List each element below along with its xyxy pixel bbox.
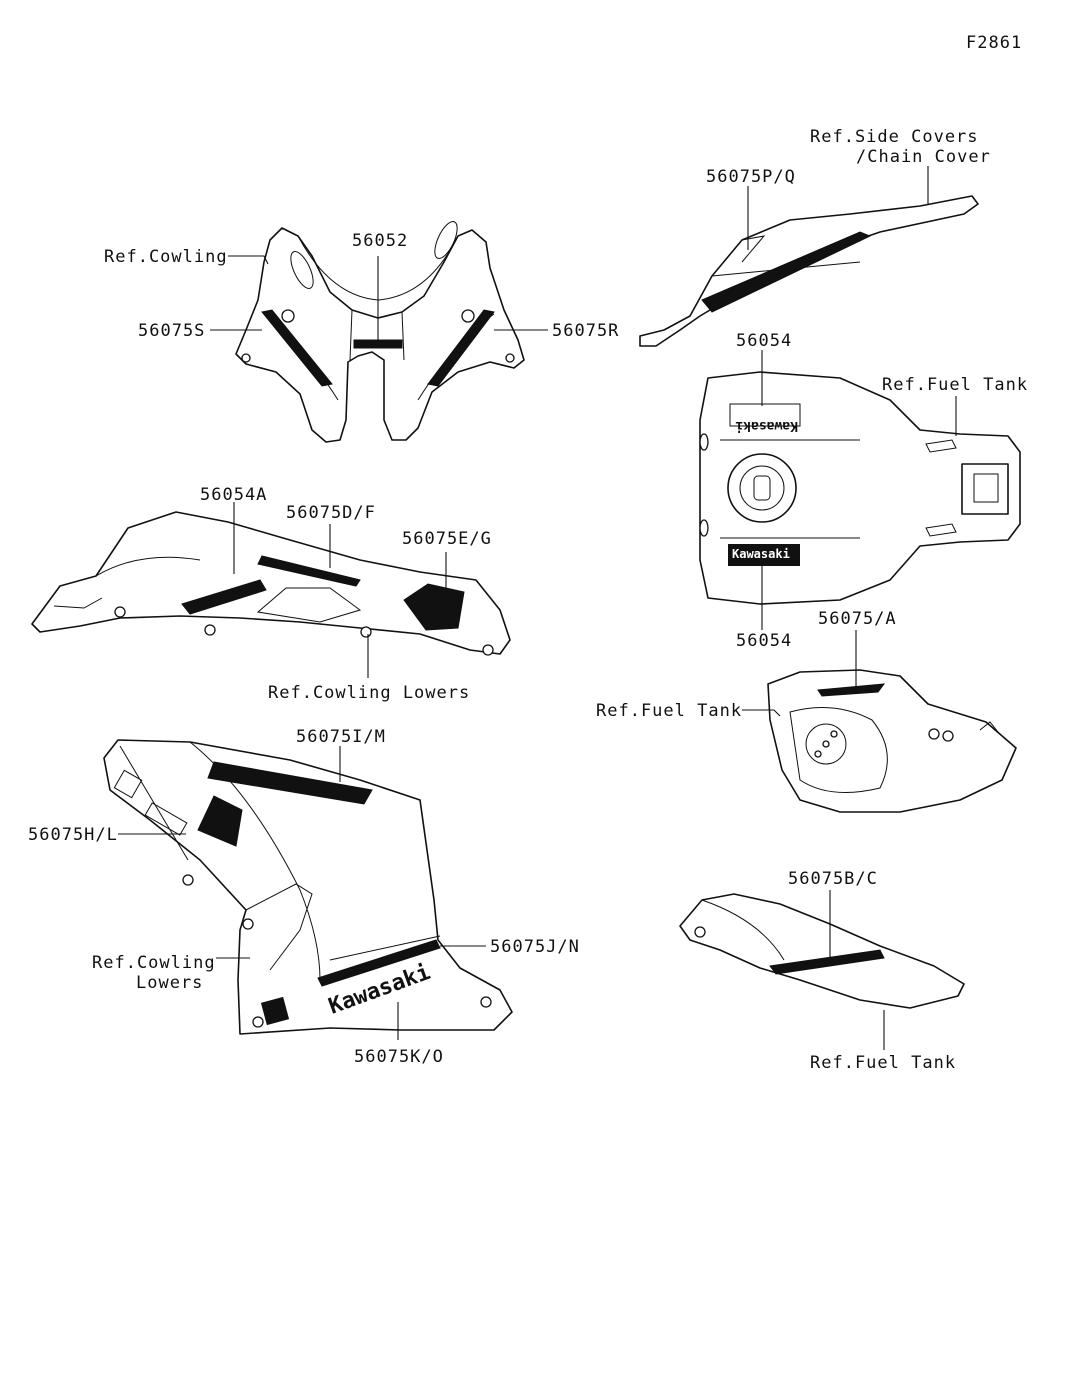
ninja-decal-top — [207, 761, 373, 805]
label-56075PQ: 56075P/Q — [706, 167, 796, 187]
label-56054A: 56054A — [200, 485, 267, 505]
stripe-decal-left — [261, 309, 333, 387]
label-56075R: 56075R — [552, 321, 619, 341]
tank-decal-normal: Kawasaki — [728, 544, 800, 566]
zx10r-decal — [181, 579, 267, 615]
upper-cowling — [235, 221, 525, 443]
label-chain-cover: /Chain Cover — [856, 147, 991, 167]
ninja-decal — [197, 795, 243, 847]
label-ref-fuel-tank-1: Ref.Fuel Tank — [882, 375, 1028, 395]
label-56075JN: 56075J/N — [490, 937, 580, 957]
seat-cowl — [679, 893, 965, 1009]
fuel-tank-cover — [767, 669, 1017, 813]
label-ref-cowling-lowers-1: Ref.Cowling Lowers — [268, 683, 470, 703]
fuel-tank-top: Kawasaki Kawasaki — [699, 371, 1021, 605]
figure-code: F2861 — [966, 33, 1022, 53]
label-56075HL: 56075H/L — [28, 825, 118, 845]
fairing-stripe-decal — [257, 555, 361, 587]
label-ref-cowling: Ref.Cowling — [104, 247, 228, 267]
label-56075IM: 56075I/M — [296, 727, 386, 747]
label-ref-cowling-lowers-2a: Ref.Cowling — [92, 953, 216, 973]
label-56075EG: 56075E/G — [402, 529, 492, 549]
label-ref-fuel-tank-3: Ref.Fuel Tank — [810, 1053, 956, 1073]
callout-labels: Ref.Side Covers /Chain Cover 56075P/Q Re… — [28, 127, 1028, 1073]
seat-cowl-stripe-decal — [769, 949, 885, 975]
mid-fairing — [31, 511, 511, 656]
label-56075A: 56075/A — [818, 609, 897, 629]
label-56054-bottom: 56054 — [736, 631, 792, 651]
stripe-decal-right — [427, 309, 495, 387]
side-cover-stripe-decal — [701, 231, 872, 313]
svg-text:Kawasaki: Kawasaki — [326, 960, 434, 1020]
label-56052: 56052 — [352, 231, 408, 251]
fairing-logo-decal — [403, 583, 465, 631]
label-56075DF: 56075D/F — [286, 503, 376, 523]
svg-text:Kawasaki: Kawasaki — [735, 418, 798, 433]
lower-kawasaki-decal: Kawasaki — [326, 960, 434, 1020]
svg-text:Kawasaki: Kawasaki — [732, 547, 790, 561]
label-ref-fuel-tank-2: Ref.Fuel Tank — [596, 701, 742, 721]
label-56075BC: 56075B/C — [788, 869, 878, 889]
lower-fairing: Kawasaki — [103, 739, 513, 1035]
tank-cover-stripe-decal — [817, 683, 886, 697]
label-56054-top: 56054 — [736, 331, 792, 351]
label-56075S: 56075S — [138, 321, 205, 341]
label-ref-cowling-lowers-2b: Lowers — [136, 973, 203, 993]
tank-decal-upside-down: Kawasaki — [729, 403, 801, 433]
side-cover — [639, 195, 979, 347]
label-56075KO: 56075K/O — [354, 1047, 444, 1067]
leader-lines — [118, 166, 957, 1050]
lower-stripe-decal — [317, 939, 441, 987]
label-ref-side-covers: Ref.Side Covers — [810, 127, 979, 147]
